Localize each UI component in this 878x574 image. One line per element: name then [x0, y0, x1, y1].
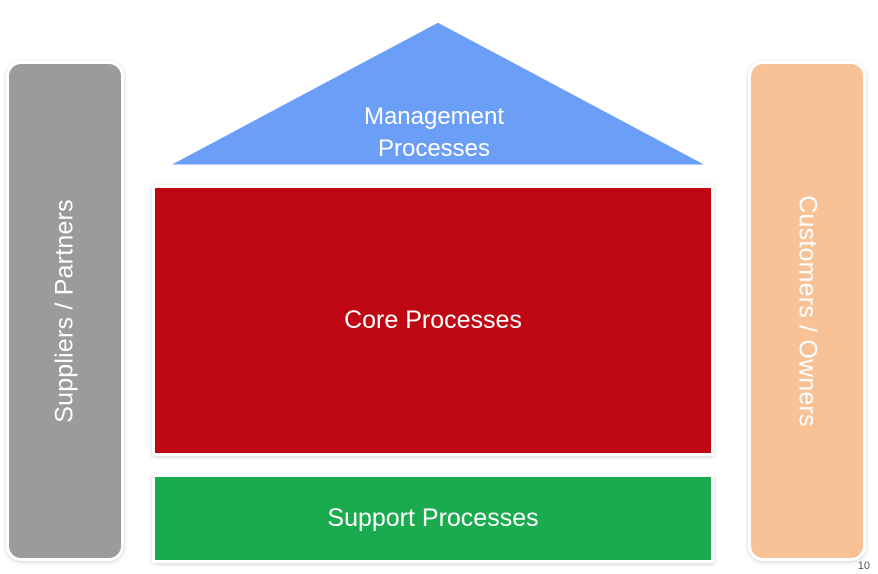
core-processes-label: Core Processes	[344, 306, 522, 334]
core-processes-block: Core Processes	[155, 188, 711, 453]
roof-triangle-shape	[165, 19, 711, 168]
management-processes-label: Management Processes	[363, 103, 505, 162]
management-processes-roof	[165, 19, 711, 168]
suppliers-partners-pillar: Suppliers / Partners	[9, 64, 121, 558]
page-number: 10	[857, 560, 870, 572]
customers-owners-label: Customers / Owners	[793, 195, 822, 427]
support-processes-label: Support Processes	[327, 504, 539, 532]
suppliers-partners-label: Suppliers / Partners	[50, 199, 79, 423]
customers-owners-pillar: Customers / Owners	[751, 64, 863, 558]
support-processes-block: Support Processes	[155, 477, 711, 560]
